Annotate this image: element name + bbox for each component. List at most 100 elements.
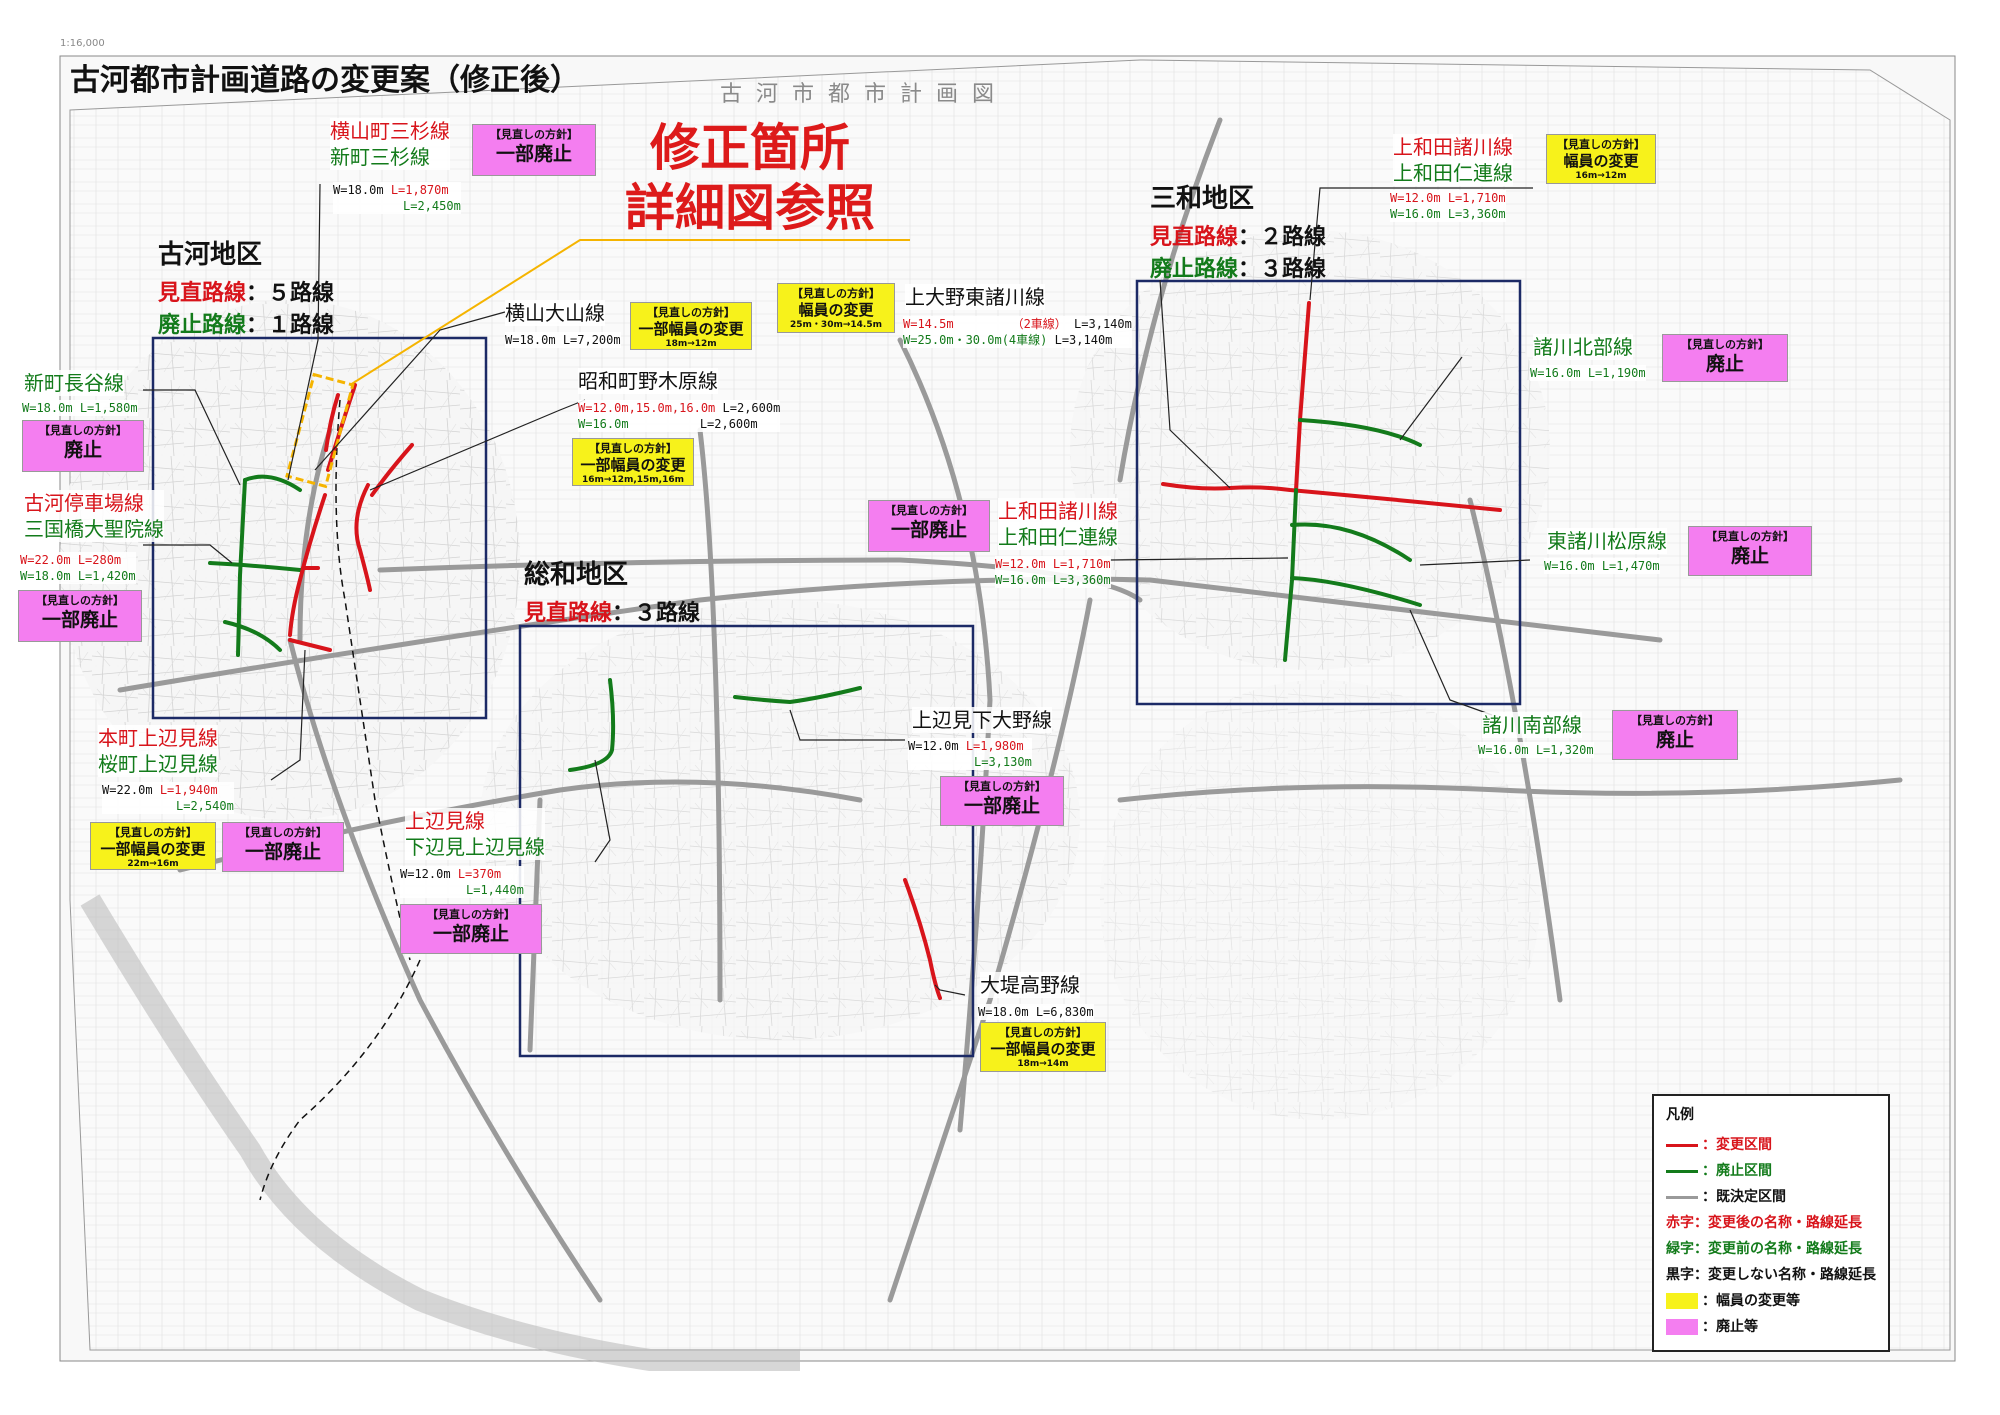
fix-callout-line	[349, 239, 910, 386]
policy-badge: 【見直しの方針】一部廃止	[400, 904, 542, 954]
route-old-name: 三国橋大聖院線	[24, 516, 164, 542]
route-yokoyama-misugi-spec: W=18.0m L=1,870m L=2,450m	[333, 182, 461, 214]
route-new-name: 本町上辺見線	[98, 725, 218, 751]
koga-changed-road-3	[324, 393, 340, 452]
legend-item-label: 黒字：変更しない名称・路線延長	[1666, 1267, 1876, 1283]
route-kamiwada-top-spec: W=12.0m L=1,710m W=16.0m L=3,360m	[1390, 190, 1506, 222]
legend-line-swatch	[1666, 1169, 1698, 1173]
route-kamihenmi-shimooono: 上辺見下大野線	[912, 707, 1052, 733]
legend-item: ：廃止等	[1666, 1314, 1876, 1340]
sanwa-district-summary: 三和地区 見直路線：２路線 廃止路線：３路線	[1150, 178, 1326, 283]
legend-item-label: 緑字：変更前の名称・路線延長	[1666, 1241, 1862, 1257]
route-kamioono: 上大野東諸川線	[905, 284, 1045, 310]
sanwa-abolished-road-2	[1298, 418, 1422, 447]
sowa-changed-road-1	[903, 878, 942, 1000]
route-kamihenmi-spec: W=12.0m L=370m L=1,440m	[400, 866, 524, 898]
sanwa-review-count: 見直路線：２路線	[1150, 225, 1327, 250]
sowa-abolished-road-2	[733, 686, 862, 705]
koga-changed-road-4	[354, 483, 372, 592]
koga-changed-road-1	[288, 493, 327, 637]
railway-south	[259, 959, 421, 1201]
route-new-name: 上和田諸川線	[1393, 134, 1513, 160]
policy-badge: 【見直しの方針】一部廃止	[940, 776, 1064, 826]
route-morokawa-south: 諸川南部線	[1482, 712, 1582, 738]
policy-badge: 【見直しの方針】一部廃止	[222, 822, 344, 872]
koga-abolished-road-3	[208, 561, 302, 572]
legend-item-label: ：変更区間	[1702, 1137, 1772, 1153]
route-kamiwada-top: 上和田諸川線 上和田仁連線	[1393, 134, 1513, 186]
route-kamihenmi-shimooono-spec: W=12.0m L=1,980m L=3,130m	[908, 738, 1032, 770]
route-new-name: 上和田諸川線	[998, 498, 1118, 524]
policy-badge: 【見直しの方針】廃止	[1688, 526, 1812, 576]
koga-changed-road-5	[370, 443, 414, 497]
legend-item-label: ：廃止等	[1702, 1319, 1758, 1335]
fix-note: 修正箇所 詳細図参照	[625, 118, 875, 238]
route-showa-nogihara-spec: W=12.0m,15.0m,16.0m L=2,600m W=16.0m L=2…	[578, 400, 781, 432]
koga-abolished-road-4	[223, 620, 282, 652]
policy-badge: 【見直しの方針】廃止	[22, 420, 144, 472]
route-yokoyama-oyama: 横山大山線	[505, 300, 605, 326]
route-honmachi-kamihenmi: 本町上辺見線 桜町上辺見線	[98, 725, 218, 777]
legend-item-label: ：幅員の変更等	[1702, 1293, 1800, 1309]
route-old-name: 下辺見上辺見線	[405, 834, 545, 860]
koga-district-summary: 古河地区 見直路線：５路線 廃止路線：１路線	[158, 234, 334, 339]
route-morokawa-north: 諸川北部線	[1533, 334, 1633, 360]
route-yokoyama-oyama-spec: W=18.0m L=7,200m	[505, 332, 621, 348]
policy-badge: 【見直しの方針】一部廃止	[18, 590, 142, 642]
legend-item: 赤字：変更後の名称・路線延長	[1666, 1210, 1876, 1236]
policy-badge: 【見直しの方針】一部廃止	[472, 124, 596, 176]
route-koga-station: 古河停車場線 三国橋大聖院線	[24, 490, 164, 542]
legend-color-swatch	[1666, 1293, 1698, 1309]
fix-highlight-box	[285, 372, 355, 489]
sanwa-district-frame	[1135, 279, 1522, 706]
route-new-name: 横山町三杉線	[330, 118, 450, 144]
route-morokawa-north-spec: W=16.0m L=1,190m	[1530, 365, 1646, 381]
route-new-name: 上辺見線	[405, 808, 545, 834]
sanwa-district-name: 三和地区	[1150, 184, 1255, 214]
page-title: 古河都市計画道路の変更案（修正後）	[70, 63, 580, 98]
fix-note-line-2: 詳細図参照	[625, 179, 875, 237]
sowa-abolished-road-1	[568, 678, 616, 772]
railway	[335, 399, 411, 961]
route-new-name: 古河停車場線	[24, 490, 164, 516]
route-kamiwada-mid-spec: W=12.0m L=1,710m W=16.0m L=3,360m	[995, 556, 1111, 588]
legend-color-swatch	[1666, 1319, 1698, 1335]
sowa-district-summary: 総和地区 見直路線：３路線	[524, 554, 700, 627]
policy-badge: 【見直しの方針】廃止	[1662, 334, 1788, 382]
route-morokawa-south-spec: W=16.0m L=1,320m	[1478, 742, 1594, 758]
legend-item: ：廃止区間	[1666, 1158, 1876, 1184]
legend-item-label: ：既決定区間	[1702, 1189, 1786, 1205]
route-honmachi-kamihenmi-spec: W=22.0m L=1,940m L=2,540m	[102, 782, 234, 814]
route-showa-nogihara: 昭和町野木原線	[578, 368, 718, 394]
route-old-name: 新町三杉線	[330, 144, 450, 170]
legend-items: ：変更区間 ：廃止区間 ：既決定区間赤字：変更後の名称・路線延長緑字：変更前の名称・…	[1666, 1132, 1876, 1340]
policy-badge: 【見直しの方針】一部廃止	[868, 500, 990, 552]
river	[80, 894, 800, 1371]
koga-abolished-road-1	[236, 478, 247, 657]
map-scale: 1:16,000	[60, 38, 105, 49]
koga-district-name: 古河地区	[158, 240, 263, 270]
route-old-name: 上和田仁連線	[1393, 160, 1513, 186]
route-higashi-morokawa-spec: W=16.0m L=1,470m	[1544, 558, 1660, 574]
legend-line-swatch	[1666, 1143, 1698, 1147]
sowa-review-count: 見直路線：３路線	[524, 601, 701, 626]
route-shinmachi-hase: 新町長谷線	[24, 370, 124, 396]
legend-item: 黒字：変更しない名称・路線延長	[1666, 1262, 1876, 1288]
sanwa-changed-road-1	[1161, 482, 1502, 512]
policy-badge: 【見直しの方針】廃止	[1612, 710, 1738, 760]
legend-item: ：幅員の変更等	[1666, 1288, 1876, 1314]
legend-item: ：変更区間	[1666, 1132, 1876, 1158]
fix-note-line-1: 修正箇所	[650, 119, 850, 177]
koga-review-count: 見直路線：５路線	[158, 281, 335, 306]
sanwa-abolished-road-3	[1290, 522, 1412, 562]
legend-item: 緑字：変更前の名称・路線延長	[1666, 1236, 1876, 1262]
legend-item-label: ：廃止区間	[1702, 1163, 1772, 1179]
map-watermark-title: 古河市都市計画図	[720, 82, 1009, 107]
route-otsutsumi-takano: 大堤高野線	[980, 972, 1080, 998]
route-yokoyama-misugi: 横山町三杉線 新町三杉線	[330, 118, 450, 170]
